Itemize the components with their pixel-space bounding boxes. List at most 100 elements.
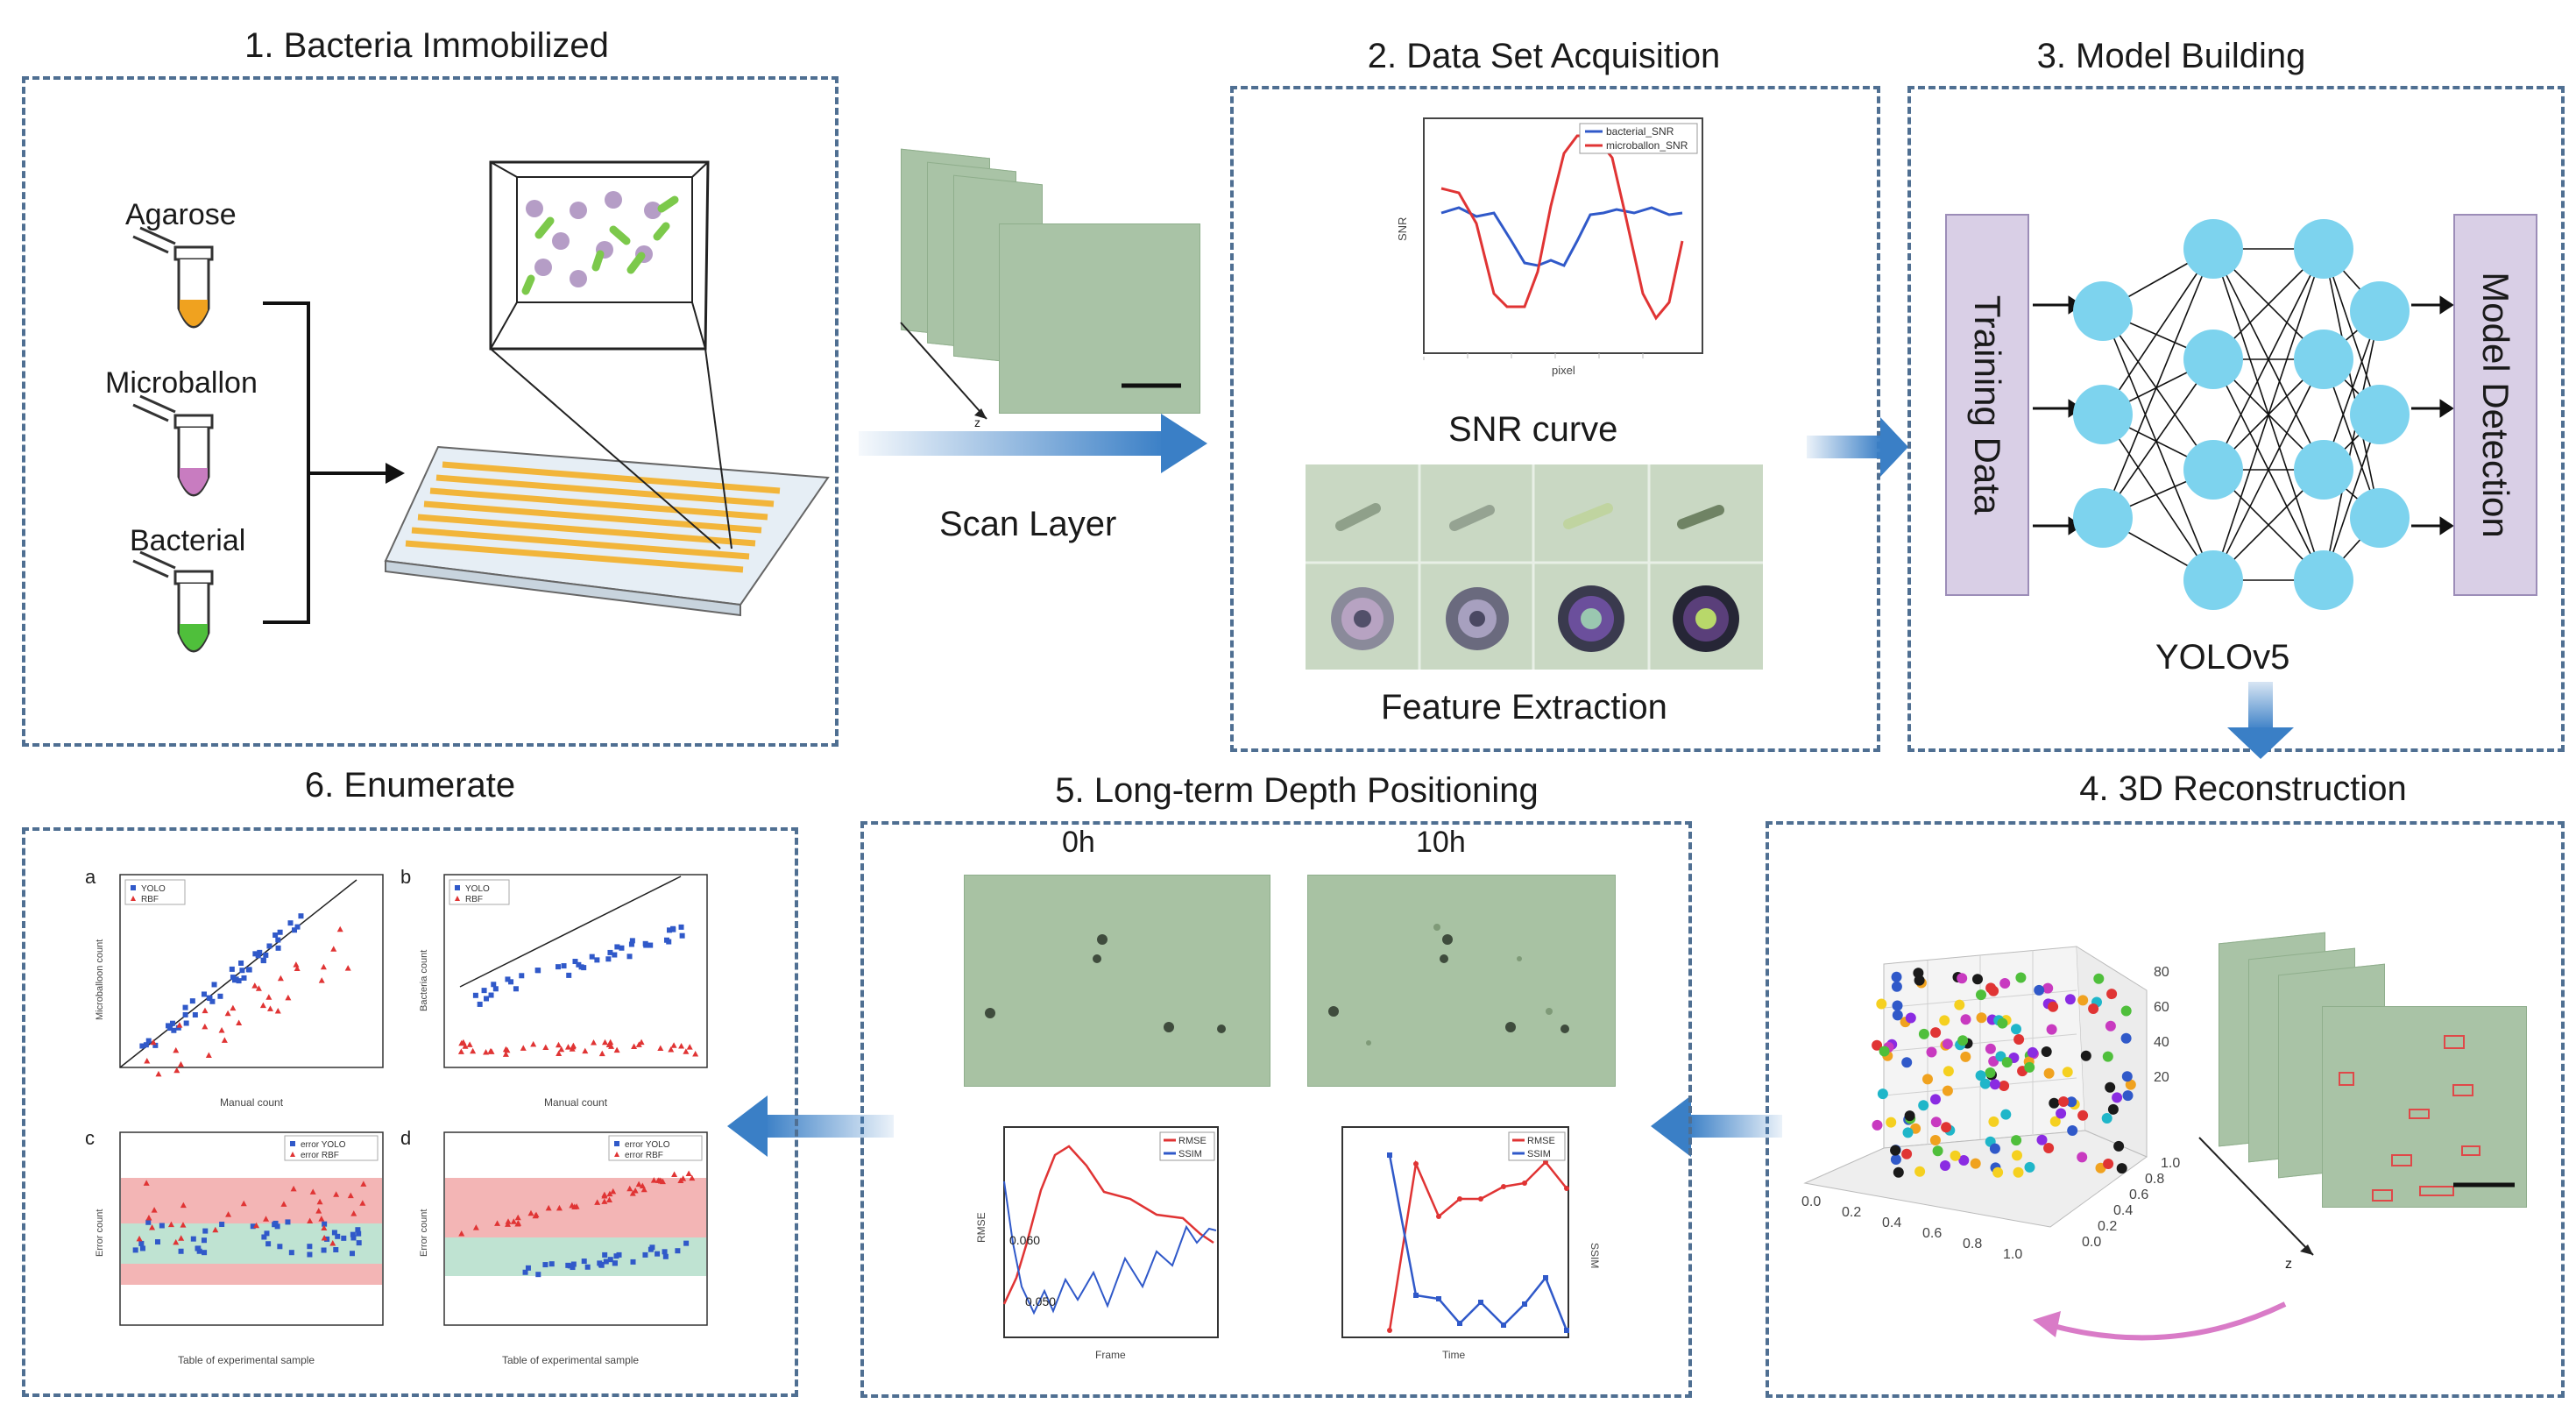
snr-microballon-series [1440, 134, 1684, 321]
yolo-point [548, 1261, 555, 1267]
rbf-point [670, 1042, 677, 1048]
scatter3d-point [1901, 1148, 1913, 1159]
rbf-point [542, 1044, 549, 1051]
scatter3d-point [2122, 1090, 2134, 1102]
scatter3d-point [2121, 1071, 2133, 1082]
rbf-point [678, 1042, 685, 1049]
legend-a-yolo: YOLO [141, 884, 166, 894]
yolo-point [285, 1219, 291, 1225]
legend-rmse-right: RMSE [1527, 1136, 1555, 1146]
scatter3d-point [1892, 1000, 1903, 1011]
yolo-point [505, 976, 511, 982]
snr-ylabel: SNR [1396, 217, 1409, 241]
x-tick-5: 1.0 [2003, 1247, 2022, 1262]
rbf-point [145, 1215, 152, 1221]
rbf-point [149, 1224, 156, 1230]
yolo-point [171, 1027, 177, 1033]
rbf-point [293, 961, 300, 968]
rbf-point [218, 1026, 225, 1033]
ssim-time-point [1501, 1322, 1506, 1328]
scatter3d-point [1988, 1116, 1999, 1127]
scan-layer-label: Scan Layer [939, 505, 1117, 543]
scatter3d-point [1950, 1150, 1961, 1161]
section-title-2: 2. Data Set Acquisition [1367, 37, 1721, 75]
rbf-point [251, 982, 258, 989]
agarose-label: Agarose [125, 198, 237, 231]
z-tick-40: 40 [2154, 1035, 2169, 1050]
scatter3d-point [2120, 1005, 2132, 1017]
scatter3d-point [2066, 1096, 2077, 1108]
rbf-point [601, 1198, 608, 1204]
yolo-point [233, 976, 239, 982]
yolo-point [132, 1247, 138, 1253]
agarose-tube-icon [132, 226, 214, 329]
rbf-point [180, 1202, 187, 1209]
scatter3d-point [1904, 1110, 1915, 1122]
legend-d-rbf: error RBF [625, 1151, 663, 1160]
nn-node-2-3 [2294, 550, 2353, 610]
yolo-point [274, 1223, 280, 1230]
nn-node-3-0 [2350, 281, 2410, 341]
x-tick-3: 0.6 [1922, 1226, 1942, 1241]
yolo-point [159, 1223, 165, 1229]
rbf-point [514, 1214, 521, 1221]
yolo-point [292, 927, 298, 933]
rbf-point [274, 1008, 281, 1014]
ssim-time-point [1387, 1152, 1392, 1158]
snr-xlabel: pixel [1552, 364, 1575, 377]
ylabel-a: Microballoon count [95, 939, 105, 1020]
scatter3d-point [1958, 1155, 1970, 1166]
rbf-point [685, 1170, 692, 1177]
arrow-3-to-4-icon [2227, 682, 2294, 759]
scatter3d-point [2103, 1159, 2114, 1169]
panel-long-term-depth-positioning [860, 821, 1692, 1398]
microscope-0h [964, 875, 1270, 1087]
yolo-point [679, 932, 685, 939]
rmse-time-point [1478, 1196, 1483, 1202]
rbf-point [318, 1216, 325, 1222]
rmse-time-point [1564, 1186, 1569, 1191]
legend-c-yolo: error YOLO [301, 1140, 346, 1150]
rbf-point [212, 1226, 219, 1233]
rbf-point [173, 1067, 180, 1074]
snr-curve-label: SNR curve [1448, 410, 1618, 449]
yolo-point [272, 1220, 279, 1226]
scatter3d-point [1914, 1166, 1926, 1177]
yolo-point [298, 913, 304, 919]
yolo-point [139, 1043, 145, 1049]
yolo-point [643, 942, 649, 948]
rbf-point [315, 1208, 322, 1214]
xlabel-d: Table of experimental sample [502, 1354, 639, 1366]
snr-legend-microballon: microballon_SNR [1606, 139, 1688, 152]
yolo-point [265, 1241, 272, 1247]
yolo-point [508, 979, 514, 985]
scatter3d-point [2077, 1110, 2089, 1121]
scatter3d-point [2043, 1067, 2055, 1079]
yolov5-label: YOLOv5 [2155, 638, 2290, 677]
rbf-point [457, 1048, 464, 1054]
rbf-point [608, 1043, 615, 1049]
scan-z-label: z [974, 415, 980, 429]
scatter3d-point [2107, 1103, 2119, 1115]
annotation-0060: 0.060 [1009, 1233, 1040, 1247]
rbf-point [564, 1044, 571, 1050]
yolo-point [241, 975, 247, 981]
yolo-point [567, 1263, 573, 1269]
mix-bracket [263, 301, 394, 624]
yolo-point [263, 952, 269, 958]
yolo-point [331, 1230, 337, 1236]
x-tick-2: 0.4 [1882, 1216, 1901, 1230]
legend-ssim-right: SSIM [1527, 1149, 1551, 1159]
yolo-point [630, 1258, 636, 1265]
rbf-point [602, 1039, 609, 1046]
yolo-point [202, 1250, 208, 1256]
rbf-point [657, 1045, 664, 1052]
rbf-point [594, 1199, 601, 1205]
rbf-point [202, 1023, 209, 1030]
ssim-time-point [1564, 1328, 1569, 1333]
frame-xlabel: Frame [1095, 1349, 1126, 1361]
yolo-point [333, 1247, 339, 1253]
yolo-point [178, 1248, 184, 1254]
panel1-graphics [132, 160, 830, 653]
yolo-point [264, 1230, 270, 1237]
